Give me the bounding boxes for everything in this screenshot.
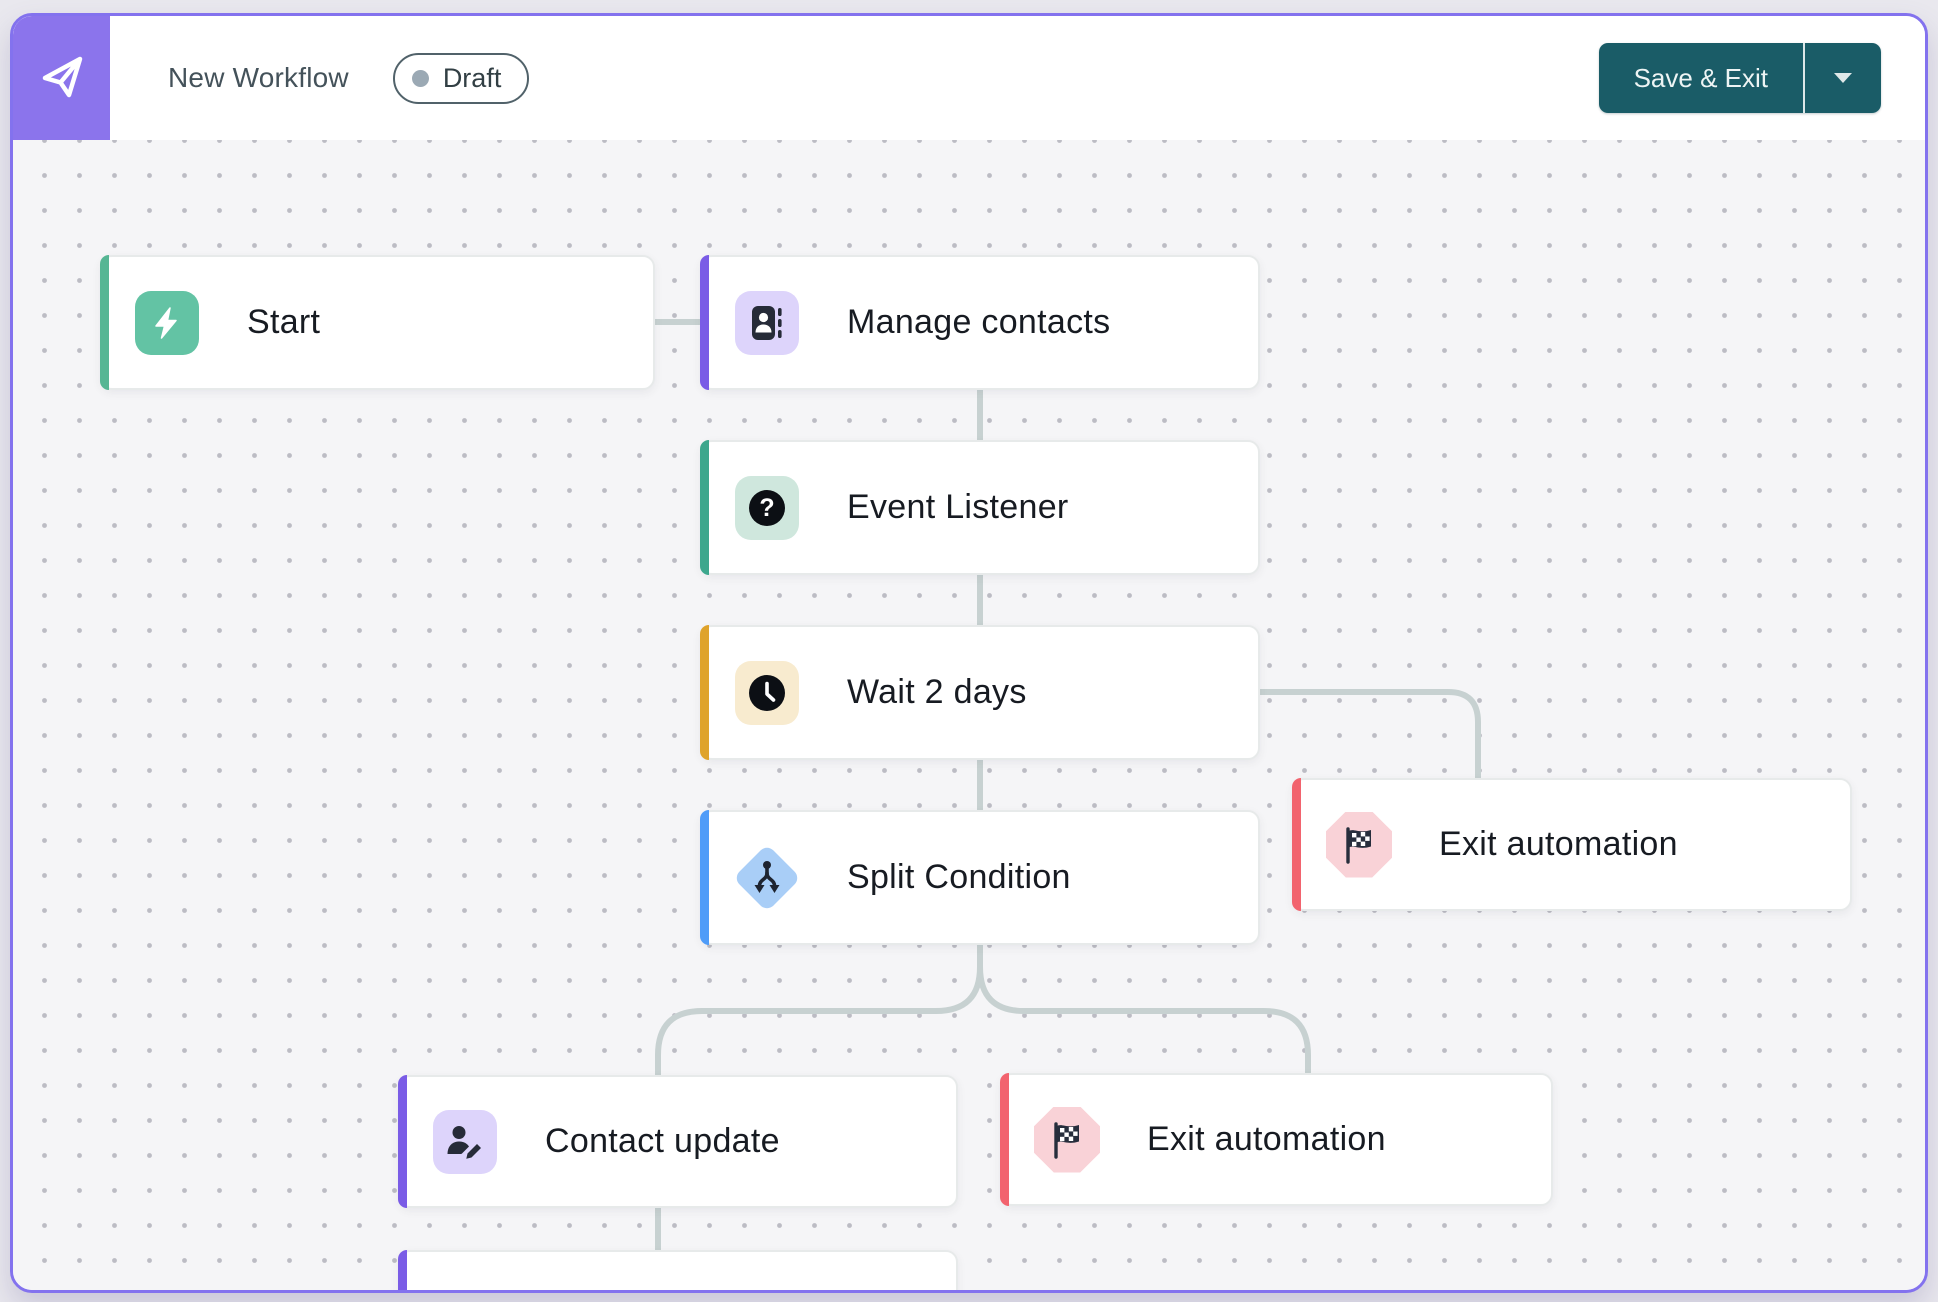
node-label: Start <box>247 303 321 341</box>
app-window: New Workflow Draft Save & Exit <box>10 13 1928 1293</box>
save-split-button: Save & Exit <box>1598 43 1881 113</box>
connector-split-left <box>655 945 983 1075</box>
workflow-canvas[interactable]: Start Manage contacts ? <box>13 140 1925 1290</box>
send-icon <box>34 48 90 109</box>
node-label: Manage contacts <box>847 303 1111 341</box>
chevron-down-icon <box>1834 73 1852 83</box>
top-bar: New Workflow Draft Save & Exit <box>13 16 1925 140</box>
node-contact-update[interactable]: Contact update <box>398 1075 958 1208</box>
checkered-flag-icon <box>1034 1106 1100 1173</box>
node-next-step-partial[interactable] <box>398 1250 958 1290</box>
app-logo <box>13 16 110 140</box>
node-label: Exit automation <box>1147 1120 1386 1158</box>
split-branch-icon <box>733 843 801 912</box>
checkered-flag-icon <box>1326 811 1392 878</box>
svg-text:?: ? <box>759 494 774 522</box>
node-event-listener[interactable]: ? Event Listener <box>700 440 1260 575</box>
status-badge: Draft <box>392 52 530 104</box>
node-label: Contact update <box>545 1122 780 1160</box>
node-label: Event Listener <box>847 488 1069 526</box>
save-options-dropdown-button[interactable] <box>1805 43 1881 113</box>
lightning-icon <box>135 290 199 355</box>
contact-book-icon <box>735 290 799 355</box>
person-edit-icon <box>433 1109 497 1174</box>
status-label: Draft <box>442 62 502 93</box>
node-wait[interactable]: Wait 2 days <box>700 625 1260 760</box>
status-dot-icon <box>411 69 429 87</box>
node-label: Exit automation <box>1439 825 1678 863</box>
workflow-connectors <box>655 319 1481 1250</box>
node-label: Wait 2 days <box>847 673 1027 711</box>
node-exit-automation-bottom[interactable]: Exit automation <box>1000 1073 1553 1206</box>
connector-wait-exit <box>1260 689 1481 778</box>
node-label: Split Condition <box>847 858 1071 896</box>
workflow-title: New Workflow <box>168 62 349 93</box>
node-split-condition[interactable]: Split Condition <box>700 810 1260 945</box>
question-circle-icon: ? <box>735 475 799 540</box>
clock-icon <box>735 660 799 725</box>
node-exit-automation-right[interactable]: Exit automation <box>1292 778 1852 911</box>
save-exit-button[interactable]: Save & Exit <box>1598 43 1805 113</box>
connector-split-right <box>977 945 1311 1073</box>
node-start[interactable]: Start <box>100 255 655 390</box>
node-manage-contacts[interactable]: Manage contacts <box>700 255 1260 390</box>
